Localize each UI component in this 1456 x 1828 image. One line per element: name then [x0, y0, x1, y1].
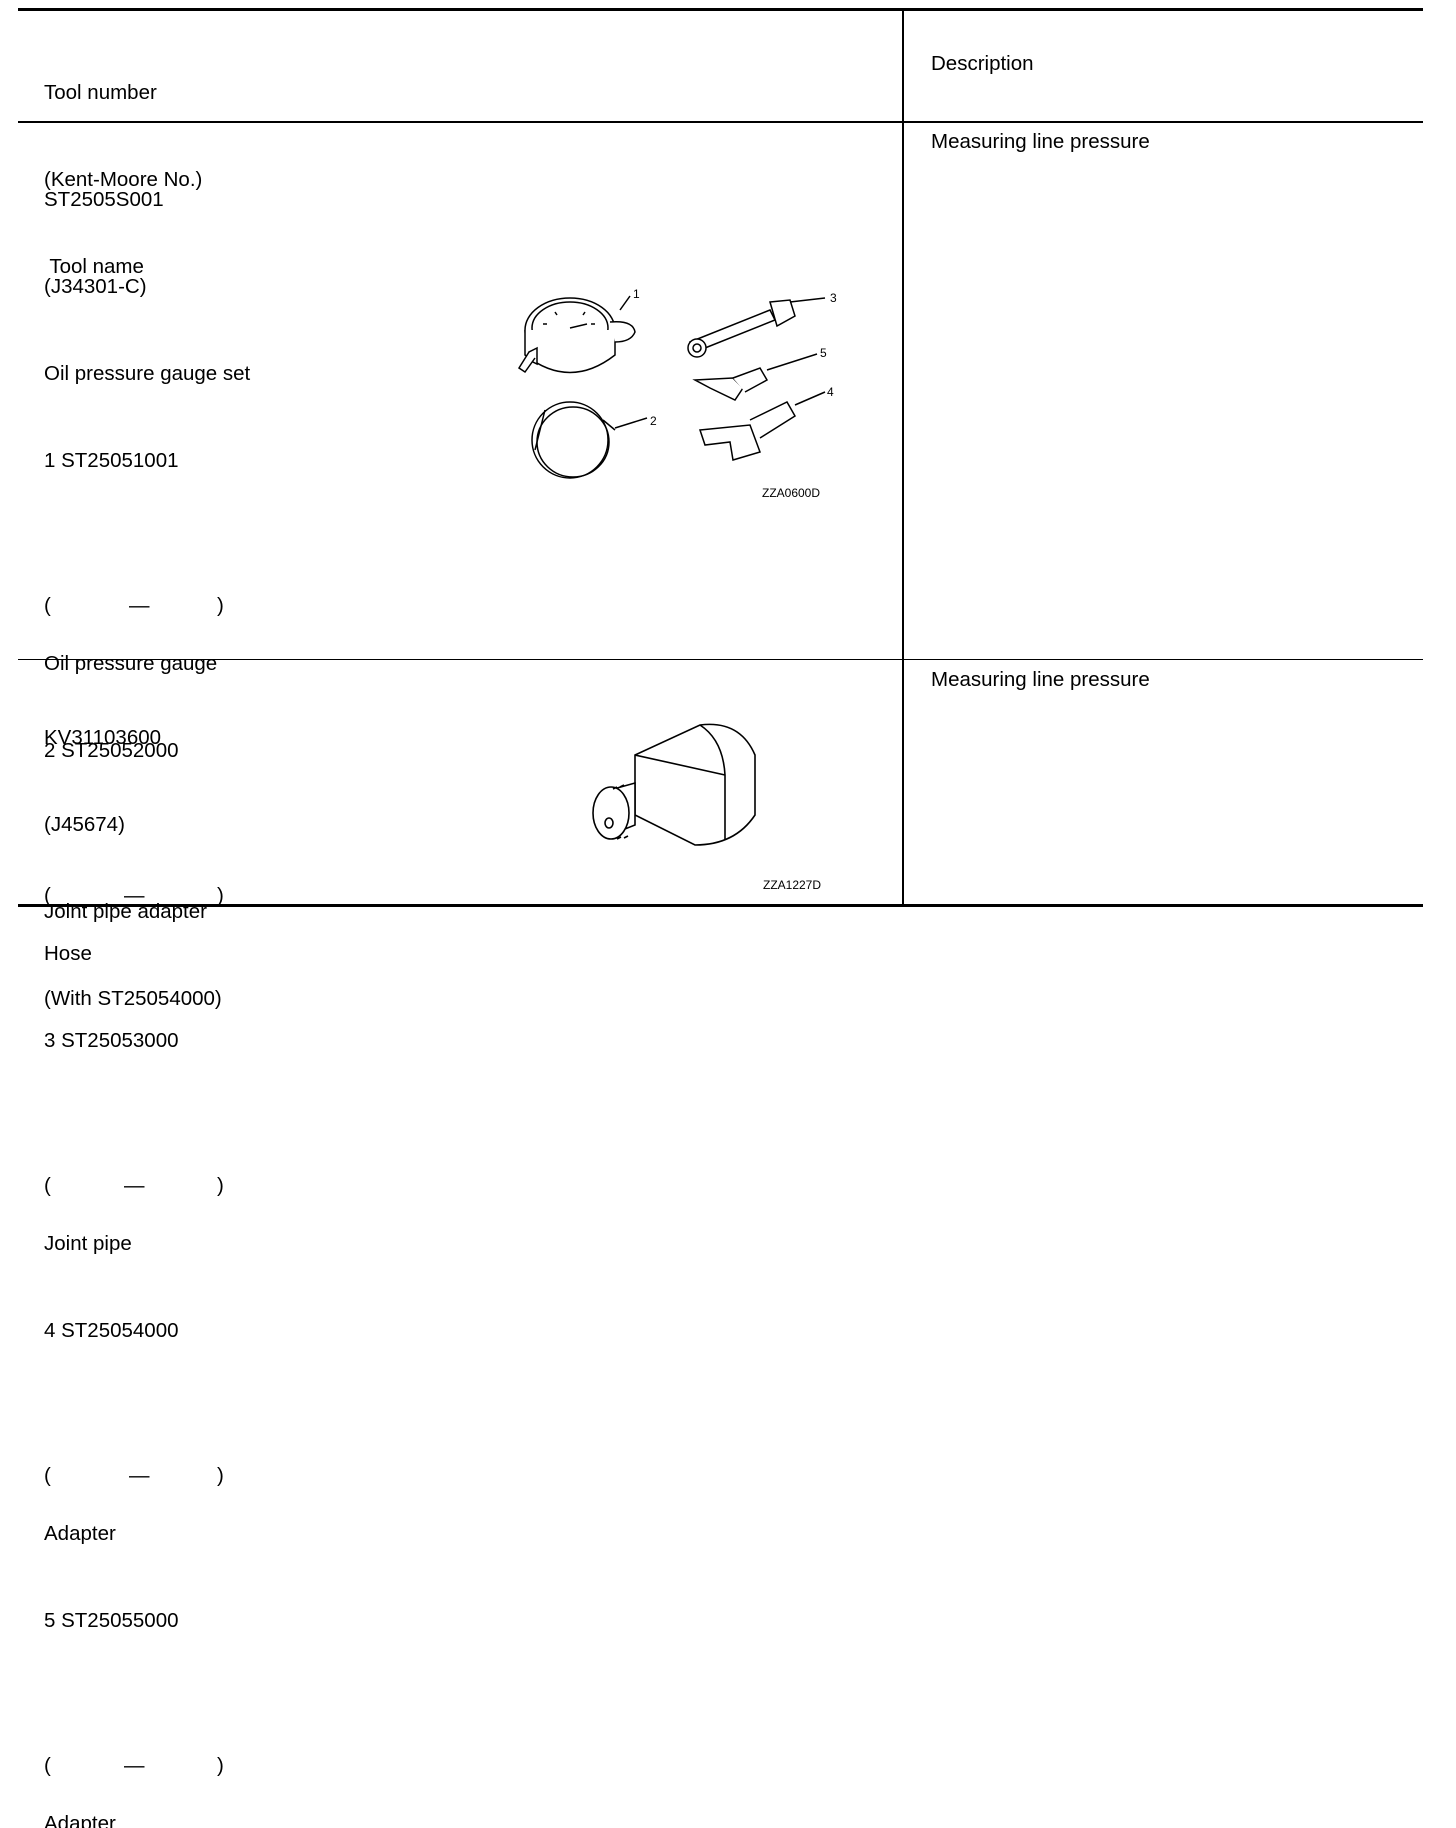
header-tool-column: Tool number (Kent-Moore No.) Tool name [44, 20, 202, 310]
sub-tool-name: Oil pressure gauge [44, 652, 218, 675]
adapter-4-drawing [698, 391, 826, 461]
kent-moore-paren: (—) [44, 1754, 224, 1777]
row2-description: Measuring line pressure [931, 668, 1150, 691]
tool-number: ST2505S001 [44, 188, 164, 211]
sub-tool-number: 2 ST25052000 [44, 739, 179, 762]
sub-tool-name: Joint pipe [44, 1232, 132, 1255]
figure-callouts: 1 2 3 4 5 ZZA0600D [633, 287, 837, 500]
tool-number: KV31103600 [44, 726, 162, 749]
kent-moore-paren: (—) [44, 1464, 224, 1487]
header-bottom-border [18, 121, 1423, 123]
sub-tool-name: Adapter [44, 1812, 116, 1828]
table-top-border [18, 8, 1423, 11]
tool-name: Oil pressure gauge set [44, 362, 251, 385]
callout-2: 2 [650, 414, 657, 428]
callout-1: 1 [633, 287, 640, 301]
kent-moore-paren: (—) [44, 594, 224, 617]
pressure-gauge-drawing [517, 295, 636, 374]
column-divider [902, 10, 904, 906]
tool-name: Joint pipe adapter [44, 900, 207, 923]
tool-note: (With ST25054000) [44, 987, 222, 1010]
figure-code: ZZA0600D [762, 486, 820, 500]
sub-tool-number: 4 ST25054000 [44, 1319, 179, 1342]
oil-pressure-gauge-set-illustration: 1 2 3 4 5 ZZA0600D [517, 287, 837, 500]
header-tool-name: Tool name [44, 255, 144, 278]
header-tool-number: Tool number [44, 81, 157, 104]
figure-code: ZZA1227D [763, 878, 821, 892]
kent-moore-paren: (—) [44, 884, 224, 907]
hose-drawing [531, 401, 648, 479]
table-bottom-border [18, 904, 1423, 907]
callout-5: 5 [820, 346, 827, 360]
sub-tool-number: 1 ST25051001 [44, 449, 179, 472]
adapter-5-drawing [692, 353, 818, 401]
kent-moore-paren: (—) [44, 1174, 224, 1197]
joint-pipe-adapter-illustration: ZZA1227D [592, 723, 821, 892]
row2-tool-info: KV31103600 (J45674) Joint pipe adapter (… [44, 665, 222, 1042]
joint-pipe-drawing [687, 297, 826, 358]
kent-moore-number: (J45674) [44, 813, 125, 836]
header-kent-moore: (Kent-Moore No.) [44, 168, 203, 191]
kent-moore-number: (J34301-C) [44, 275, 147, 298]
callout-4: 4 [827, 385, 834, 399]
callout-3: 3 [830, 291, 837, 305]
row1-description: Measuring line pressure [931, 130, 1150, 153]
row1-bottom-border [18, 659, 1423, 660]
sub-tool-number: 5 ST25055000 [44, 1609, 179, 1632]
header-description: Description [931, 52, 1034, 75]
sub-tool-name: Adapter [44, 1522, 116, 1545]
